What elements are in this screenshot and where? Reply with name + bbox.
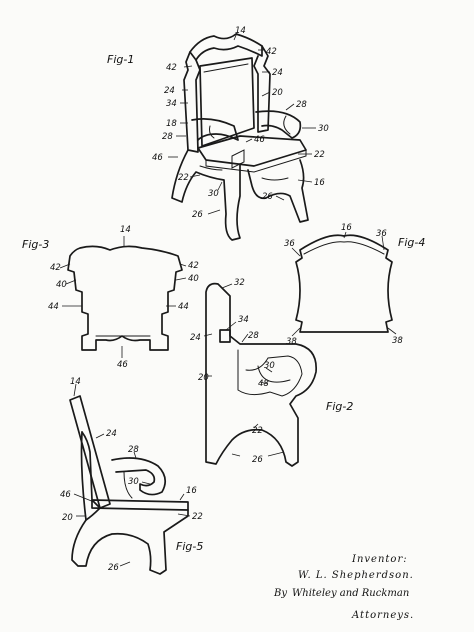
figure-5: Fig-5 14 24 28 xyxy=(60,377,203,575)
inventor-name: W. L. Shepherdson. xyxy=(298,570,414,581)
callout: 24 xyxy=(164,86,175,96)
fig5-callouts: 14 24 28 30 16 46 20 22 26 xyxy=(60,377,203,573)
callout: 26 xyxy=(108,563,119,573)
callout: 20 xyxy=(272,88,283,98)
callout: 46 xyxy=(254,135,265,145)
callout: 28 xyxy=(162,132,173,142)
fig5-caption: Fig-5 xyxy=(176,540,203,553)
callout: 26 xyxy=(262,192,273,202)
callout: 16 xyxy=(314,178,325,188)
attorneys-label: Attorneys. xyxy=(351,610,414,621)
callout: 44 xyxy=(178,302,189,312)
attorney-signature: Whiteley and Ruckman xyxy=(292,588,409,599)
callout: 24 xyxy=(106,429,117,439)
fig1-chair xyxy=(171,33,309,241)
fig4-callouts: 16 36 36 38 38 xyxy=(284,223,403,347)
callout: 28 xyxy=(128,445,139,455)
fig4-caption: Fig-4 xyxy=(398,236,425,249)
callout: 42 xyxy=(166,63,177,73)
callout: 16 xyxy=(341,223,352,233)
callout: 44 xyxy=(48,302,59,312)
callout: 36 xyxy=(376,229,387,239)
fig2-callouts: 32 34 24 28 30 20 48 22 26 xyxy=(190,278,275,465)
fig5-leaders xyxy=(73,383,191,567)
callout: 34 xyxy=(238,315,249,325)
callout: 42 xyxy=(50,263,61,273)
fig2-leaders xyxy=(203,283,285,457)
callout: 30 xyxy=(208,189,219,199)
callout: 24 xyxy=(190,333,201,343)
callout: 26 xyxy=(192,210,203,220)
callout: 22 xyxy=(252,426,263,436)
callout: 30 xyxy=(318,124,329,134)
callout: 14 xyxy=(70,377,81,387)
callout: 24 xyxy=(272,68,283,78)
callout: 30 xyxy=(128,477,139,487)
fig3-callouts: 14 42 42 40 40 44 44 46 xyxy=(48,225,199,370)
callout: 48 xyxy=(258,379,269,389)
figure-3: Fig-3 14 42 42 40 40 44 44 46 xyxy=(22,225,199,370)
callout: 46 xyxy=(117,360,128,370)
fig1-callouts: 14 42 42 24 24 20 28 34 18 28 46 46 30 2… xyxy=(152,26,329,220)
callout: 28 xyxy=(248,331,259,341)
callout: 36 xyxy=(284,239,295,249)
callout: 42 xyxy=(188,261,199,271)
callout: 38 xyxy=(286,337,297,347)
fig4-leaders xyxy=(291,231,397,337)
callout: 32 xyxy=(234,278,245,288)
signature-block: Inventor: W. L. Shepherdson. By Whiteley… xyxy=(273,554,414,621)
fig2-tenon xyxy=(219,329,231,343)
callout: 22 xyxy=(314,150,325,160)
callout: 34 xyxy=(166,99,177,109)
figure-1: Fig-1 xyxy=(107,26,329,241)
callout: 20 xyxy=(62,513,73,523)
callout: 22 xyxy=(192,512,203,522)
callout: 46 xyxy=(60,490,71,500)
callout: 20 xyxy=(198,373,209,383)
fig2-caption: Fig-2 xyxy=(326,400,353,413)
by-label: By xyxy=(273,588,287,599)
callout: 42 xyxy=(266,47,277,57)
fig4-blank-outline xyxy=(295,234,393,333)
callout: 14 xyxy=(120,225,131,235)
fig3-leaders xyxy=(59,236,187,358)
inventor-heading: Inventor: xyxy=(351,554,408,565)
fig1-caption: Fig-1 xyxy=(107,53,134,66)
callout: 40 xyxy=(56,280,67,290)
callout: 22 xyxy=(178,173,189,183)
callout: 40 xyxy=(188,274,199,284)
callout: 26 xyxy=(252,455,263,465)
callout: 18 xyxy=(166,119,177,129)
figure-4: Fig-4 16 36 36 38 38 xyxy=(284,223,425,347)
fig1-leaders xyxy=(168,32,316,215)
callout: 30 xyxy=(264,361,275,371)
fig3-caption: Fig-3 xyxy=(22,238,49,251)
callout: 28 xyxy=(296,100,307,110)
callout: 14 xyxy=(235,26,246,36)
figure-2: Fig-2 32 34 24 28 30 20 48 22 26 xyxy=(190,278,353,467)
fig3-blank-outline xyxy=(67,245,183,351)
callout: 16 xyxy=(186,486,197,496)
callout: 46 xyxy=(152,153,163,163)
callout: 38 xyxy=(392,336,403,346)
fig5-frame-outline xyxy=(71,431,189,575)
